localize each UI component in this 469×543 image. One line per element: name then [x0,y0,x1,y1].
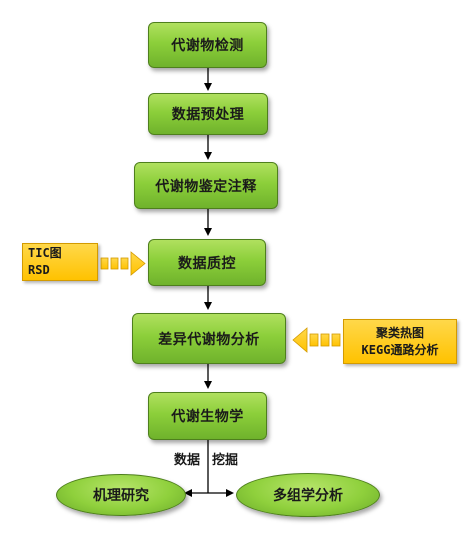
step-differential-analysis: 差异代谢物分析 [132,313,286,364]
diff-note-arrow [292,327,341,353]
step-data-preprocessing-label: 数据预处理 [171,107,245,123]
qc-note-arrow [100,251,146,276]
branch-multi-omics: 多组学分析 [236,473,380,517]
mining-label-right: 挖掘 [212,453,239,468]
diff-note-line2: KEGG通路分析 [361,342,439,357]
step-metabolite-identification: 代谢物鉴定注释 [134,162,278,209]
qc-note: TIC图 RSD [22,243,98,281]
step-metabolic-biology: 代谢生物学 [148,392,267,440]
branch-multi-omics-label: 多组学分析 [273,488,343,504]
step-metabolic-biology-label: 代谢生物学 [171,409,244,425]
qc-note-line1: TIC图 [28,246,62,260]
mining-label-left: 数据 [174,453,201,468]
step-metabolite-identification-label: 代谢物鉴定注释 [155,178,257,195]
step-metabolite-detection: 代谢物检测 [148,22,267,68]
branch-mechanism-research-label: 机理研究 [93,488,149,504]
step-data-qc-label: 数据质控 [178,255,236,272]
step-data-preprocessing: 数据预处理 [148,93,268,135]
qc-note-line2: RSD [28,263,50,277]
step-data-qc: 数据质控 [148,239,266,286]
diff-note: 聚类热图 KEGG通路分析 [343,319,457,364]
branch-mechanism-research: 机理研究 [56,474,186,516]
step-differential-analysis-label: 差异代谢物分析 [158,331,260,348]
step-metabolite-detection-label: 代谢物检测 [171,38,244,54]
diff-note-line1: 聚类热图 [375,325,424,340]
